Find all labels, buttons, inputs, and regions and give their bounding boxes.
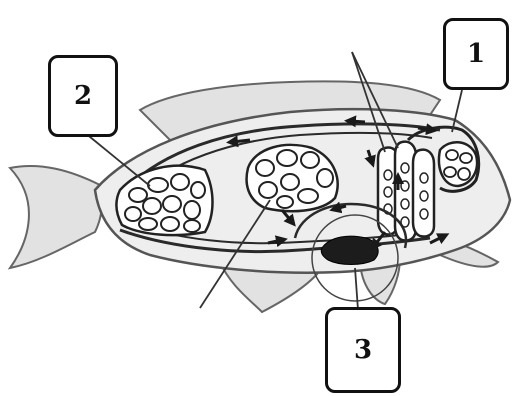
label-box-1: 1 <box>443 18 509 90</box>
label-1-text: 1 <box>467 39 485 69</box>
tail-fin <box>10 166 102 268</box>
label-2-text: 2 <box>74 81 92 111</box>
label-box-3: 3 <box>325 307 401 393</box>
head-capillary-bed <box>439 142 477 186</box>
label-3-text: 3 <box>354 335 372 365</box>
heart <box>321 236 378 264</box>
label-box-2: 2 <box>48 55 118 137</box>
